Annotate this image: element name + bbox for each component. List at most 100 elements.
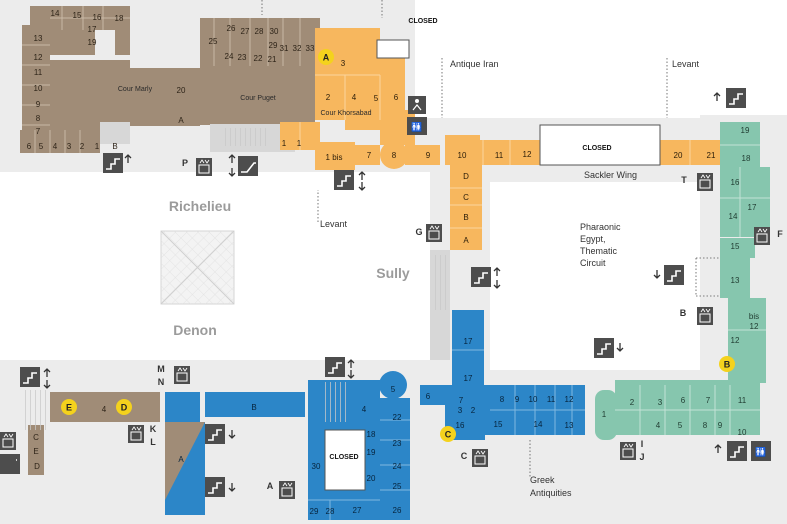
stairs-icon xyxy=(20,367,40,387)
room-number-brown: 6 xyxy=(27,142,32,151)
room-number-blue: 11 xyxy=(547,395,556,404)
location-marker[interactable]: A xyxy=(318,49,334,65)
arrow-up-icon xyxy=(228,154,236,163)
room-number-brown: 18 xyxy=(115,14,124,23)
room-number-teal: 2 xyxy=(630,398,635,407)
room-number-brown: 27 xyxy=(241,27,250,36)
room-number-brown: 28 xyxy=(255,27,264,36)
room-number-blue: 4 xyxy=(362,405,367,414)
sully-corridor xyxy=(430,250,450,360)
stairs-icon xyxy=(594,338,614,358)
room-number-teal: 3 xyxy=(658,398,663,407)
room-number-blue: 7 xyxy=(459,396,464,405)
room-number-orange: 2 xyxy=(326,93,331,102)
room-number-teal: 1 xyxy=(602,410,607,419)
room-number-brown: 14 xyxy=(51,9,60,18)
room-number-orange: 3 xyxy=(341,59,346,68)
stairs-icon xyxy=(325,357,345,377)
section-label: Levant xyxy=(672,59,700,69)
icon-layer: 🚻🚻 xyxy=(0,88,771,499)
room-number-brown: 24 xyxy=(225,52,234,61)
room-number-orange: 1 xyxy=(297,139,302,148)
room-number-teal: 9 xyxy=(718,421,723,430)
room-number-brown: 11 xyxy=(34,68,43,77)
room-number-brown: 29 xyxy=(269,41,278,50)
room-number-orange: 1 xyxy=(282,139,287,148)
room-number-teal: 12 xyxy=(731,336,740,345)
room-number-orange: 11 xyxy=(495,151,504,160)
room-number-teal: 16 xyxy=(731,178,740,187)
baby-care-icon xyxy=(408,96,426,114)
room-number-blue: 23 xyxy=(393,439,402,448)
stairs-icon xyxy=(726,88,746,108)
room-number-teal: 10 xyxy=(738,428,747,437)
section-label: Antique Iran xyxy=(450,59,499,69)
room-number-blue: 19 xyxy=(367,448,376,457)
room-number-orange: D xyxy=(463,172,469,181)
closed-label: CLOSED xyxy=(329,454,358,461)
room-number-blue: 16 xyxy=(456,421,465,430)
room-number-brown: 23 xyxy=(238,53,247,62)
location-marker[interactable]: B xyxy=(719,356,735,372)
closed-sackler-wing xyxy=(539,124,661,166)
room-number-brown: 22 xyxy=(254,54,263,63)
room-number-brown: 10 xyxy=(34,84,43,93)
elevator-icon xyxy=(279,481,295,499)
room-number-blue: 29 xyxy=(310,507,319,516)
room-number-orange: C xyxy=(463,193,469,202)
teal-dividers xyxy=(615,144,770,435)
room-number-brown: 1 xyxy=(95,142,100,151)
restroom-icon: 🚻 xyxy=(407,117,427,135)
room-number-blue: 30 xyxy=(312,462,321,471)
elevator-icon xyxy=(472,449,488,467)
elevator-icon xyxy=(697,307,713,325)
room-number-teal: 5 xyxy=(678,421,683,430)
marker-letter: B xyxy=(724,360,731,370)
location-marker[interactable]: C xyxy=(440,426,456,442)
stairs-icon xyxy=(664,265,684,285)
access-letter: T xyxy=(681,175,687,185)
room-number-teal: 19 xyxy=(741,126,750,135)
restroom-glyph: 🚻 xyxy=(755,446,766,457)
location-marker[interactable]: D xyxy=(116,399,132,415)
arrow-up-icon xyxy=(714,444,722,453)
room-number-brown: 33 xyxy=(306,44,315,53)
room-number-brown: B xyxy=(112,142,117,151)
room-number-teal: bis xyxy=(749,312,759,321)
arrow-down-icon xyxy=(653,270,661,279)
room-number-blue: 8 xyxy=(500,395,505,404)
room-number-brown: 9 xyxy=(36,100,41,109)
room-number-brown: 30 xyxy=(270,27,279,36)
arrow-up-icon xyxy=(358,171,366,180)
arrow-up-icon xyxy=(124,154,132,163)
room-number-brown: 20 xyxy=(177,86,186,95)
room-number-teal: 4 xyxy=(656,421,661,430)
room-number-blue: 10 xyxy=(529,395,538,404)
room-number-blue: 22 xyxy=(393,413,402,422)
orange-dividers xyxy=(299,74,691,229)
room-number-brown: 31 xyxy=(280,44,289,53)
closed-label: CLOSED xyxy=(408,18,437,25)
room-number-blue: 17 xyxy=(464,337,473,346)
room-number-orange: 5 xyxy=(374,94,379,103)
wing-label: Sully xyxy=(376,265,410,281)
location-marker[interactable]: E xyxy=(61,399,77,415)
courtyard-label: Cour Khorsabad xyxy=(321,110,372,117)
room-number-brown: 7 xyxy=(36,127,41,136)
room-number-brown: 3 xyxy=(67,142,72,151)
stairs-icon xyxy=(727,441,747,461)
room-number-teal: 12 xyxy=(750,322,759,331)
room-number-teal: 11 xyxy=(738,396,747,405)
elevator-icon xyxy=(174,366,190,384)
stairs-icon xyxy=(334,170,354,190)
brown-dividers xyxy=(22,6,301,153)
room-number-teal: 18 xyxy=(742,154,751,163)
room-number-brown: 26 xyxy=(227,24,236,33)
wing-label: Richelieu xyxy=(169,198,231,214)
elevator-icon xyxy=(196,158,212,176)
statue-icon xyxy=(0,456,16,474)
room-number-brown: 25 xyxy=(209,37,218,46)
room-number-blue: 25 xyxy=(393,482,402,491)
arrow-down-icon xyxy=(493,280,501,289)
room-number-brown: 19 xyxy=(88,38,97,47)
